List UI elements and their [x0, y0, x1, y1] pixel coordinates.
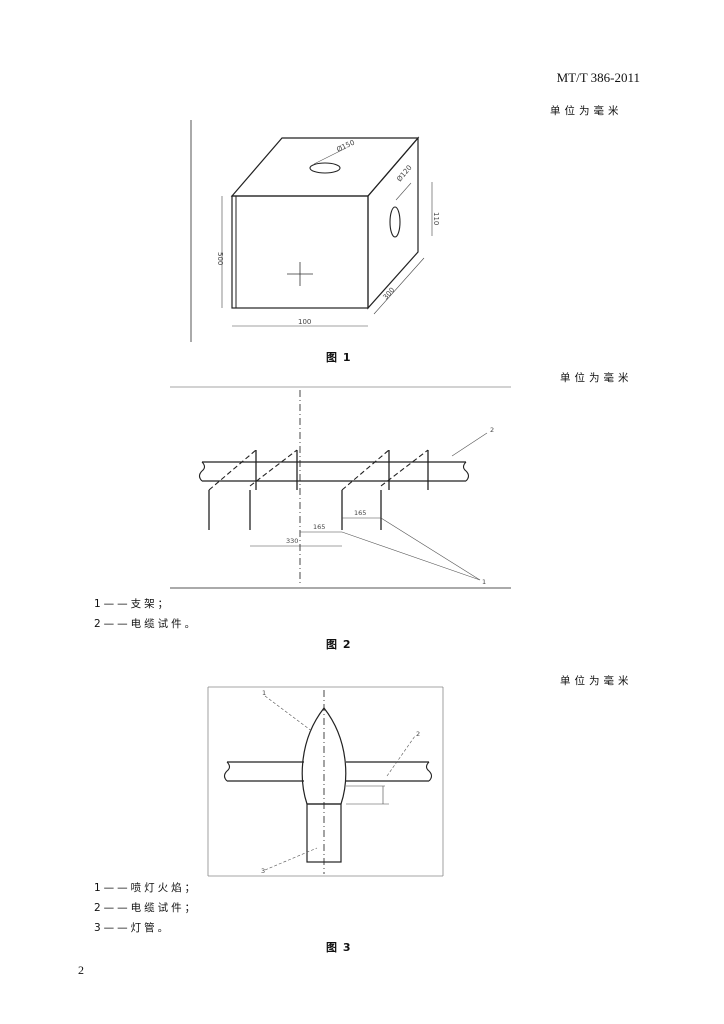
dim-165-a: 165 [313, 523, 325, 531]
page-number: 2 [78, 963, 84, 977]
figure-3-callout-3: 3 [261, 867, 265, 875]
dim-hole-side: Ø120 [395, 164, 413, 184]
figure-3-caption: 图 3 [326, 941, 352, 954]
figure-3-callout-2: 2 [416, 730, 420, 738]
figure-1-drawing: Ø150 Ø120 110 300 500 100 [190, 120, 440, 342]
figure-2-callout-2: 2 [490, 426, 494, 434]
dim-165-b: 165 [354, 509, 366, 517]
unit-note-fig3: 单位为毫米 [560, 675, 633, 687]
figure-3-legend-2: 2——电缆试件； [94, 902, 199, 914]
figure-3-legend-1: 1——喷灯火焰； [94, 882, 199, 894]
dim-hole-top: Ø150 [335, 139, 355, 154]
figure-2-drawing: 165 165 330 2 1 [170, 386, 511, 589]
dim-height: 500 [216, 252, 224, 265]
dim-side-height: 110 [432, 212, 440, 225]
unit-note-fig2: 单位为毫米 [560, 372, 633, 384]
dim-330: 330 [286, 537, 298, 545]
dim-depth: 300 [382, 286, 397, 301]
figure-2-legend-1: 1——支架； [94, 598, 172, 610]
unit-note-fig1: 单位为毫米 [550, 105, 623, 117]
figure-3-drawing: 1 2 3 [207, 686, 444, 877]
dim-width: 100 [298, 318, 311, 326]
side-hole [389, 206, 401, 238]
figure-3-legend-3: 3——灯管。 [94, 922, 172, 934]
top-hole [309, 162, 341, 174]
figure-2-callout-1: 1 [482, 578, 486, 586]
figure-3-callout-1: 1 [262, 689, 266, 697]
figure-2-caption: 图 2 [326, 638, 352, 651]
standard-code: MT/T 386-2011 [556, 70, 640, 85]
figure-2-legend-2: 2——电缆试件。 [94, 618, 199, 630]
figure-1-caption: 图 1 [326, 351, 352, 364]
